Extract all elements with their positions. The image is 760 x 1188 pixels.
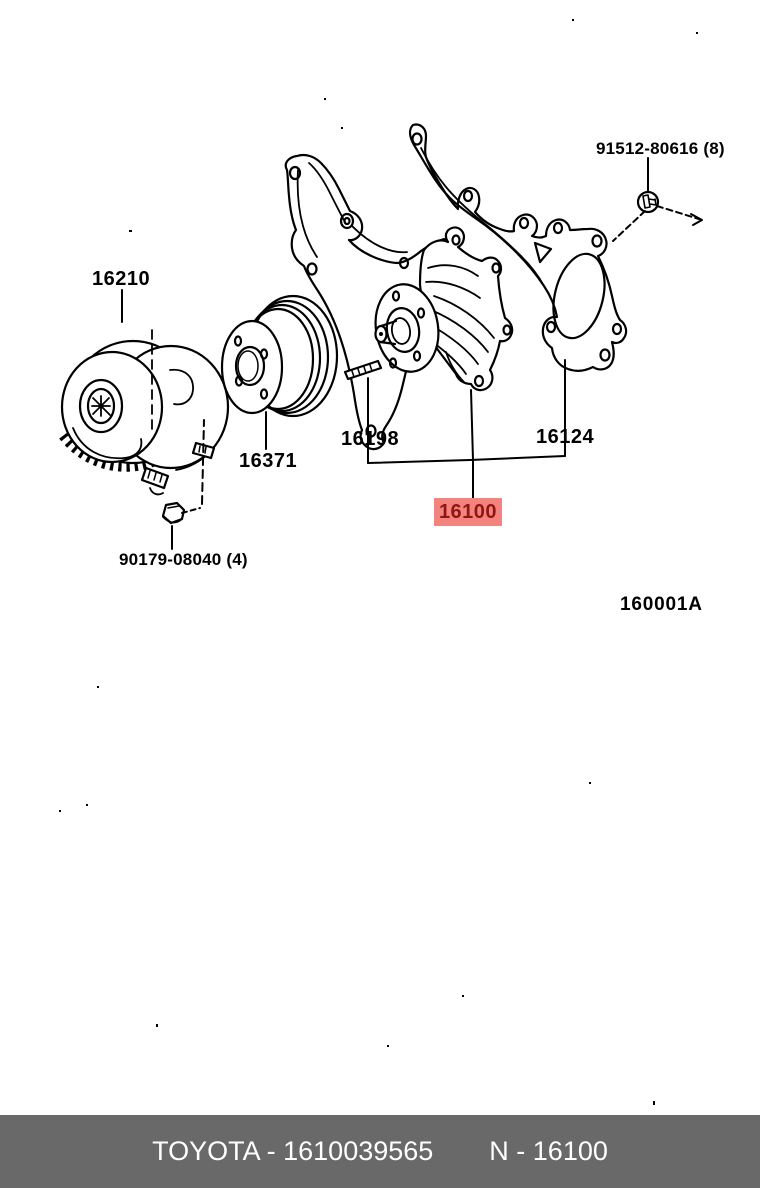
footer-part-number: N - 16100 [489, 1136, 608, 1166]
pulley-drawing[interactable] [220, 294, 339, 418]
label-nut[interactable]: 90179-08040 (4) [119, 550, 248, 569]
label-bolt[interactable]: 91512-80616 (8) [596, 139, 725, 158]
water-pump-drawing[interactable] [369, 226, 514, 392]
figure-code: 160001A [620, 594, 703, 615]
label-stud[interactable]: 16198 [341, 428, 400, 450]
stud-drawing[interactable] [343, 359, 383, 381]
label-water-pump-highlighted[interactable]: 16100 [434, 498, 502, 526]
nut-icon[interactable] [161, 501, 186, 525]
fan-coupling-drawing[interactable] [59, 329, 230, 496]
gasket-left-drawing[interactable] [284, 153, 450, 451]
label-fan-coupling[interactable]: 16210 [92, 268, 151, 290]
scan-specks [59, 19, 698, 1105]
leader-lines [121, 157, 703, 550]
label-pulley[interactable]: 16371 [239, 450, 298, 472]
footer-catalog-number: TOYOTA - 1610039565 [152, 1136, 434, 1166]
bolt-icon[interactable] [636, 190, 660, 214]
footer-bar: TOYOTA - 1610039565 N - 16100 [0, 1115, 760, 1188]
gasket-right-drawing[interactable] [408, 123, 628, 372]
label-gasket[interactable]: 16124 [536, 426, 595, 448]
